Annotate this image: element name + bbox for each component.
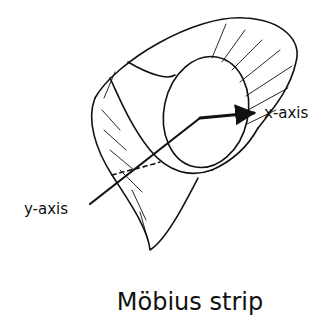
- strip-edge: [92, 98, 198, 250]
- strip-edge: [110, 78, 212, 173]
- axis-label: y-axis: [24, 200, 68, 218]
- axis-label: x-axis: [264, 104, 308, 122]
- y-axis-line: [90, 118, 200, 204]
- strip-edge: [128, 62, 175, 77]
- x-axis-arrow: [200, 113, 254, 118]
- strip-inner-loop: [153, 48, 258, 175]
- caption: Möbius strip: [117, 288, 263, 316]
